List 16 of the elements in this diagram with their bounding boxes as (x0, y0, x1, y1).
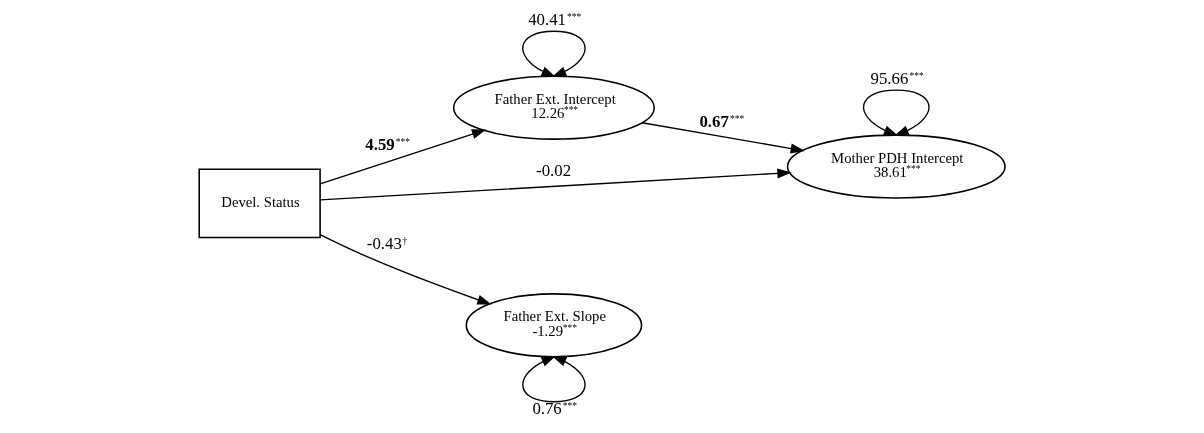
edge-label: 0.67$^{***}$ (699, 112, 745, 132)
arrow (319, 129, 487, 185)
node-box: Devel. Status (198, 168, 321, 239)
node-ellipse: Mother PDH Intercept 38.61$^{***}$ (786, 134, 1006, 199)
edge-label: 40.41$^{***}$ (528, 9, 582, 29)
edge-label: 4.59$^{***}$ (365, 134, 410, 154)
arrow (522, 30, 586, 77)
arrow (641, 122, 805, 154)
arrow (522, 356, 586, 403)
arrow (319, 234, 492, 305)
edge-label: -0.43$^{†}$ (366, 234, 408, 254)
edge-label: -0.02 (536, 160, 572, 180)
edge-label: 0.76$^{***}$ (532, 399, 578, 419)
arrow (863, 89, 930, 136)
arrow (319, 168, 792, 201)
edge-label: 95.66$^{***}$ (870, 68, 924, 88)
